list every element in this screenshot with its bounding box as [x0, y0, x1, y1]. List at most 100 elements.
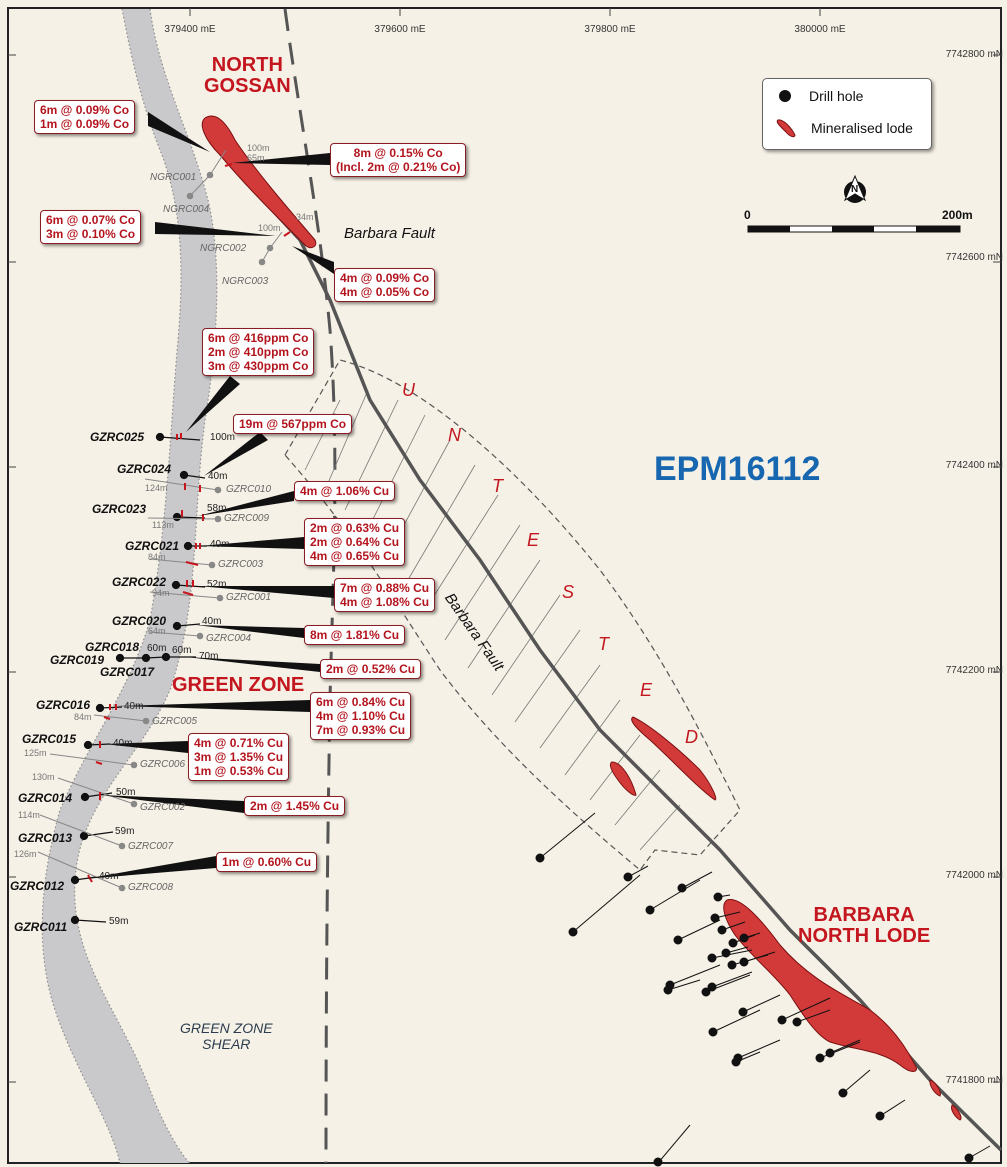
hole-label: NGRC004	[163, 204, 210, 215]
hole-label: NGRC002	[200, 243, 247, 254]
easting-label: 379600 mE	[374, 24, 426, 35]
depth-label: 59m	[109, 916, 129, 927]
northing-label: 7742800 mN	[945, 49, 1003, 60]
hole-label: GZRC011	[14, 920, 68, 934]
untested-letter: N	[448, 425, 461, 445]
depth-label: 125m	[24, 748, 47, 758]
depth-label: 59m	[115, 826, 135, 837]
green-zone-label: GREEN ZONE	[172, 674, 305, 696]
untested-letter: E	[640, 680, 653, 700]
depth-label: 70m	[199, 651, 219, 662]
hole-label: GZRC002	[140, 802, 186, 813]
depth-label: 60m	[172, 645, 192, 656]
depth-label: 114m	[18, 810, 40, 820]
hole-label: GZRC003	[218, 559, 264, 570]
hole-label: GZRC017	[100, 665, 155, 679]
northing-label: 7742400 mN	[945, 460, 1003, 471]
depth-label: 84m	[148, 552, 166, 562]
untested-letter: U	[402, 380, 415, 400]
depth-label: 40m	[113, 738, 133, 749]
map-frame	[7, 7, 1002, 1164]
grid-ticks	[8, 8, 1001, 1083]
hole-label: GZRC016	[36, 698, 91, 712]
hole-label: GZRC006	[140, 759, 186, 770]
hole-label: GZRC015	[22, 732, 77, 746]
hole-label: GZRC018	[85, 640, 140, 654]
depth-label: 50m	[116, 787, 136, 798]
northing-label: 7742600 mN	[945, 252, 1003, 263]
depth-label: 124m	[145, 483, 168, 493]
depth-label: 34m	[296, 212, 314, 222]
hole-label: GZRC012	[10, 879, 65, 893]
north-letter: N	[851, 184, 859, 195]
hole-label: GZRC020	[112, 614, 167, 628]
hole-label: GZRC009	[224, 513, 270, 524]
legend: Drill hole Mineralised lode	[762, 78, 932, 150]
untested-letter: T	[492, 476, 503, 496]
lode-small	[929, 1079, 962, 1121]
hole-label: GZRC007	[128, 841, 174, 852]
assay-callout: 2m @ 1.45% Cu	[244, 796, 346, 816]
assay-callout: 8m @ 1.81% Cu	[304, 625, 406, 645]
callout-pointers	[84, 112, 334, 879]
hole-label: GZRC005	[152, 716, 198, 727]
epm-label: EPM16112	[654, 450, 821, 488]
depth-label: 100m	[210, 432, 236, 443]
assay-callout: 8m @ 0.15% Co(Incl. 2m @ 0.21% Co)	[330, 143, 467, 177]
depth-label: 40m	[210, 539, 230, 550]
depth-label: 40m	[202, 616, 222, 627]
depth-label: 58m	[207, 503, 227, 514]
easting-label: 379800 mE	[584, 24, 636, 35]
barbara-fault-label: Barbara Fault	[344, 225, 435, 242]
depth-label: 100m	[247, 143, 270, 153]
untested-zone	[284, 359, 741, 871]
depth-label: 130m	[32, 772, 55, 782]
scale-bar	[747, 225, 961, 233]
drill-holes-barbara	[535, 812, 991, 1167]
scale-start: 0	[744, 208, 751, 222]
depth-label: 65m	[247, 153, 265, 163]
lode-north-gossan	[201, 115, 317, 249]
depth-label: 84m	[74, 712, 92, 722]
untested-letter: E	[527, 530, 540, 550]
lode-barbara-north	[723, 899, 917, 1072]
hole-label: GZRC001	[226, 592, 272, 603]
barbara-fault	[208, 119, 1003, 1152]
shear-edge-west	[41, 8, 182, 1164]
depth-label: 94m	[152, 588, 170, 598]
northing-label: 7742000 mN	[945, 870, 1003, 881]
lode-2	[609, 761, 637, 796]
assay-callout: 4m @ 1.06% Cu	[294, 481, 396, 501]
depth-label: 60m	[147, 643, 167, 654]
depth-label: 40m	[99, 871, 119, 882]
untested-letter: T	[598, 634, 609, 654]
depth-label: 100m	[258, 223, 281, 233]
depth-label: 40m	[124, 701, 144, 712]
easting-label: 380000 mE	[794, 24, 846, 35]
hole-label: NGRC001	[150, 172, 197, 183]
north-arrow	[843, 174, 867, 203]
easting-label: 379400 mE	[164, 24, 216, 35]
lode-icon	[776, 119, 796, 138]
depth-label: 64m	[148, 626, 166, 636]
hole-label: GZRC010	[226, 484, 272, 495]
untested-letter: D	[685, 727, 698, 747]
hole-label: GZRC013	[18, 831, 73, 845]
hole-label: GZRC022	[112, 575, 167, 589]
northing-label: 7741800 mN	[945, 1075, 1003, 1086]
lode-1	[631, 716, 717, 801]
hole-label: GZRC024	[117, 462, 172, 476]
northing-label: 7742200 mN	[945, 665, 1003, 676]
